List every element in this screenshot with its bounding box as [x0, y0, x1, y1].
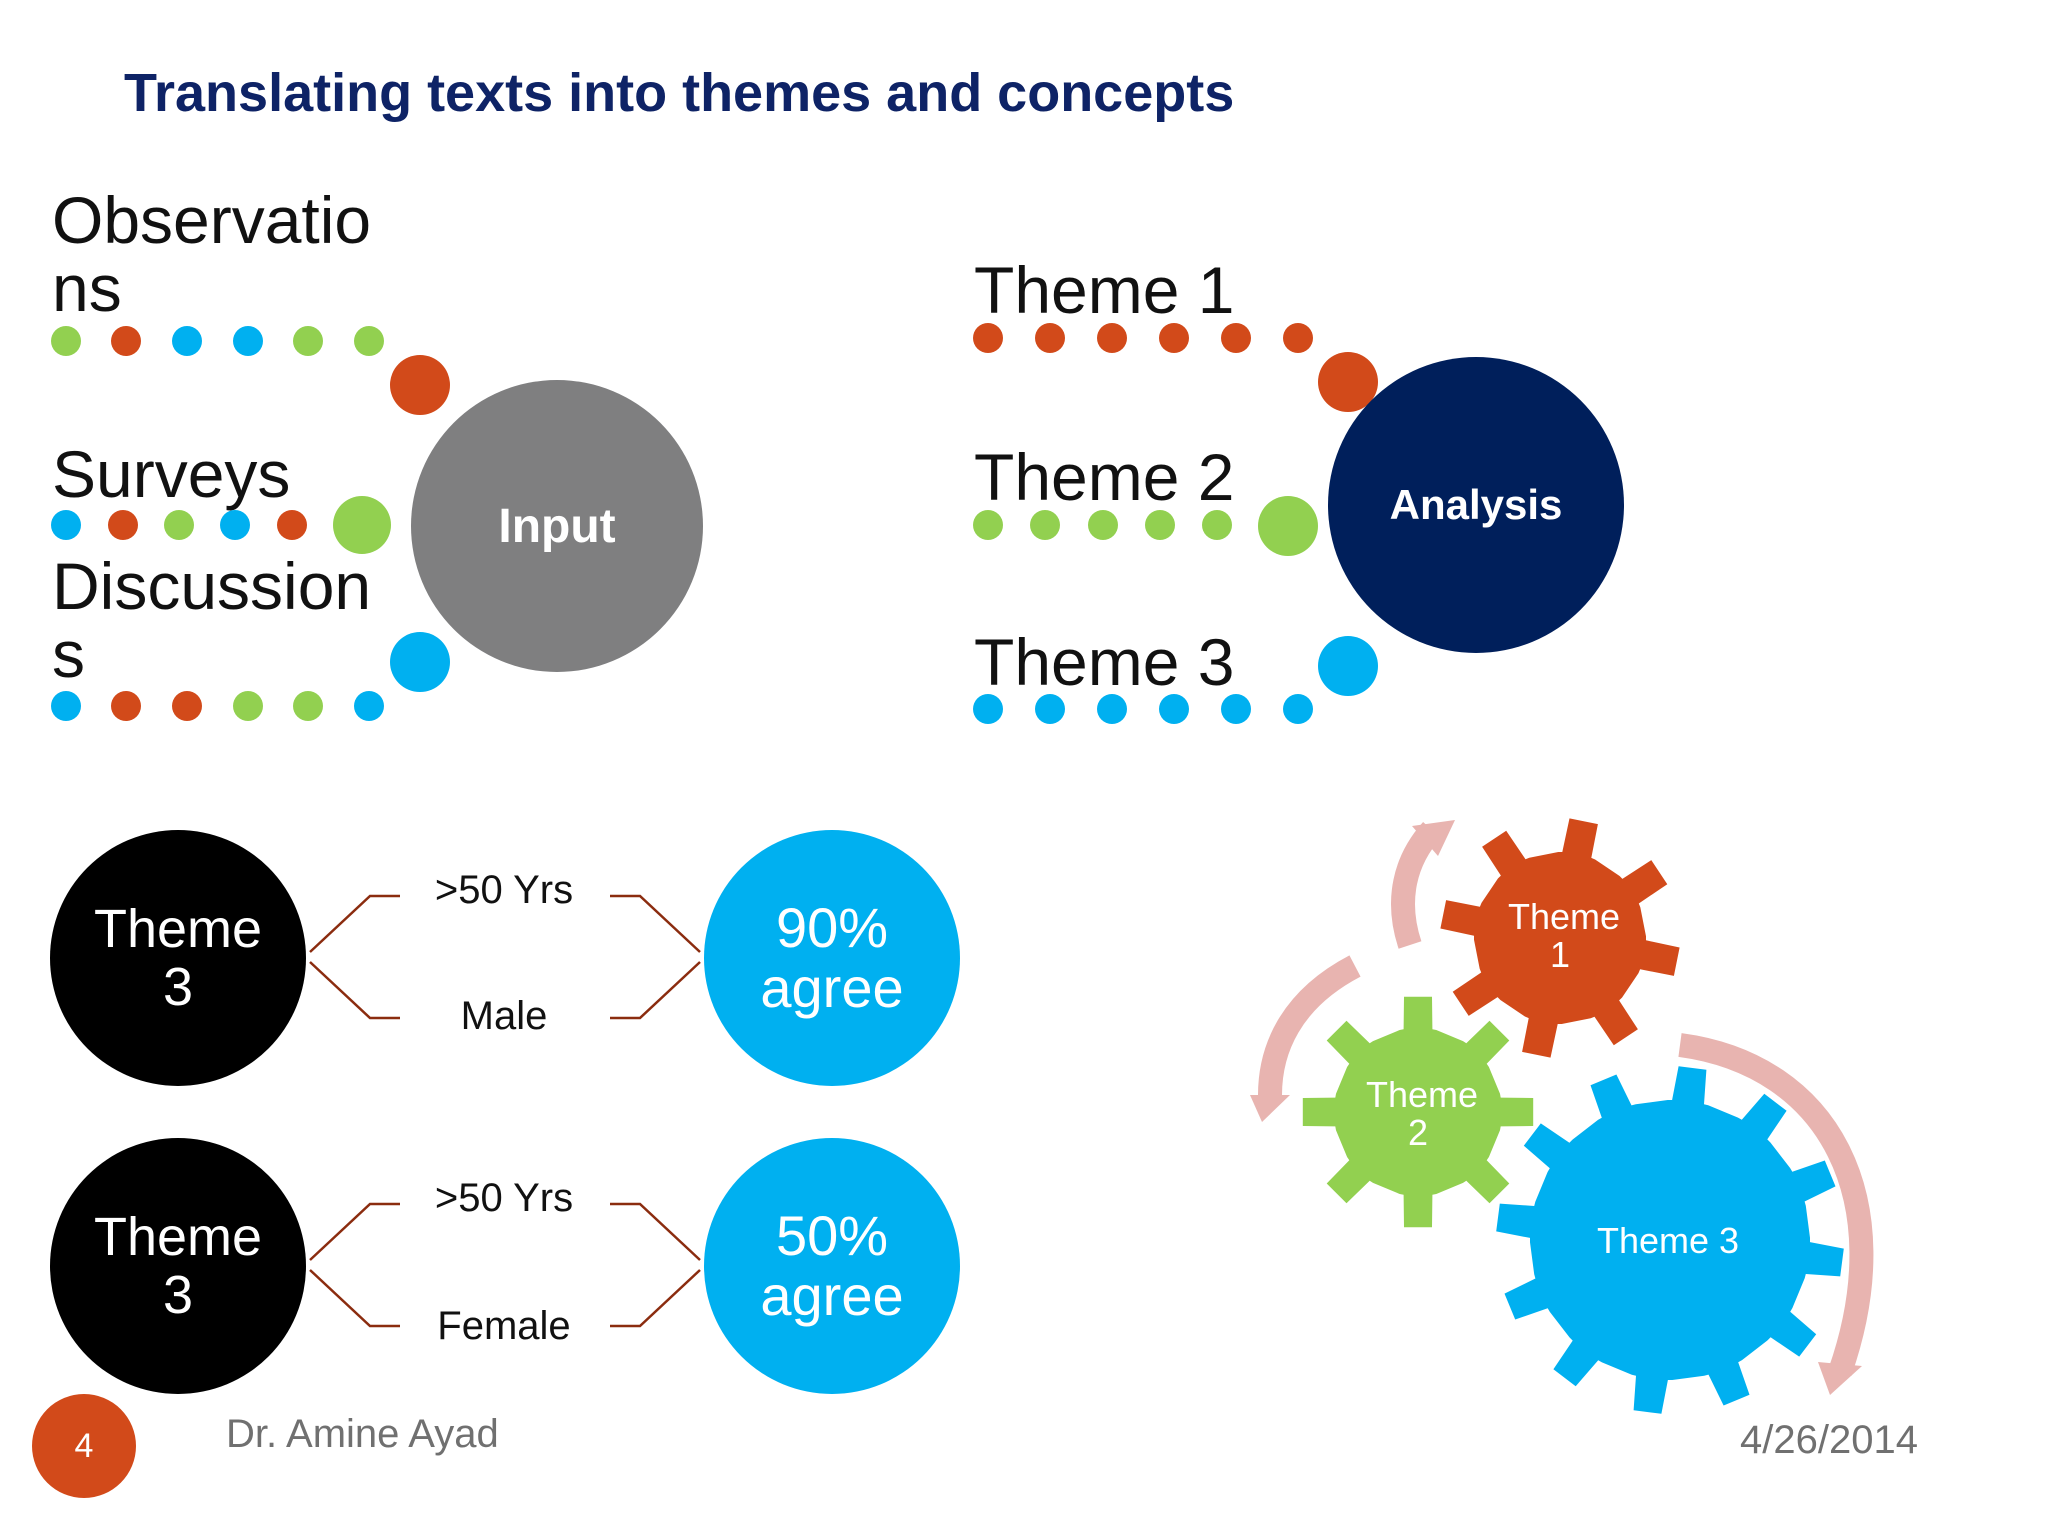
connector-dot [333, 496, 391, 554]
finding-branch-top: >50 Yrs [434, 868, 574, 912]
analysis-hub-circle: Analysis [1328, 357, 1624, 653]
dot [51, 326, 81, 356]
dot [172, 691, 202, 721]
connector-line [610, 1202, 701, 1261]
dot [1035, 694, 1065, 724]
connector-line [610, 894, 701, 953]
dot [1159, 694, 1189, 724]
gear-1 [1440, 818, 1680, 1058]
arrow-arc [1258, 955, 1361, 1096]
finding-theme-label: Theme 3 [93, 899, 263, 1017]
dot [172, 326, 202, 356]
source-label-surveys: Surveys [52, 437, 291, 511]
gear-3 [1496, 1066, 1844, 1414]
theme-label-2: Theme 2 [974, 440, 1235, 514]
theme-label-3: Theme 3 [974, 625, 1235, 699]
connector-line [309, 1202, 400, 1261]
theme-label-1: Theme 1 [974, 253, 1235, 327]
dot [164, 510, 194, 540]
dot [1159, 323, 1189, 353]
dot [1030, 510, 1060, 540]
dot [51, 510, 81, 540]
dot [1097, 694, 1127, 724]
dot [293, 691, 323, 721]
input-hub-circle: Input [411, 380, 703, 672]
connector-dot [1258, 496, 1318, 556]
arrow-head [1412, 820, 1455, 856]
dot [973, 694, 1003, 724]
dot [51, 691, 81, 721]
dot [293, 326, 323, 356]
finding-branch-bottom: Female [437, 1304, 571, 1348]
dot [1097, 323, 1127, 353]
footer-author: Dr. Amine Ayad [226, 1412, 499, 1456]
finding-branch-bottom: Male [460, 994, 548, 1038]
gear-label-2: Theme 2 [1366, 1074, 1479, 1153]
finding-result-circle: 50% agree [704, 1138, 960, 1394]
slide-number: 4 [74, 1426, 94, 1465]
connector-line [610, 961, 701, 1020]
connector-line [309, 1269, 400, 1328]
dot [973, 323, 1003, 353]
dot [973, 510, 1003, 540]
dot [1202, 510, 1232, 540]
connector-dot [390, 355, 450, 415]
dot [354, 691, 384, 721]
dot [1221, 694, 1251, 724]
dot [1283, 694, 1313, 724]
dot [354, 326, 384, 356]
finding-theme-label: Theme 3 [93, 1207, 263, 1325]
connector-dot [1318, 636, 1378, 696]
finding-result-label: 90% agree [760, 896, 904, 1019]
gear-label-3: Theme 3 [1596, 1220, 1740, 1261]
cycle-arrows [1258, 821, 1874, 1376]
dot [233, 326, 263, 356]
dot [111, 691, 141, 721]
finding-result-label: 50% agree [760, 1204, 904, 1327]
source-label-observations: Observatio ns [52, 183, 372, 325]
connector-line [309, 961, 400, 1020]
arrow-head [1818, 1362, 1862, 1395]
gear-label-1: Theme 1 [1508, 896, 1621, 975]
arrow-arc [1678, 1033, 1874, 1376]
connector-line [610, 1269, 701, 1328]
footer-date: 4/26/2014 [1740, 1418, 1918, 1462]
dot [277, 510, 307, 540]
slide-number-badge: 4 [32, 1394, 136, 1498]
dot [233, 691, 263, 721]
finding-theme-circle: Theme 3 [50, 1138, 306, 1394]
connector-line [309, 894, 400, 953]
gear-shapes [1302, 818, 1844, 1414]
arrow-head [1250, 1095, 1290, 1122]
dot [1221, 323, 1251, 353]
finding-theme-circle: Theme 3 [50, 830, 306, 1086]
arrow-arc [1391, 821, 1442, 949]
connector-dot [390, 632, 450, 692]
dot [111, 326, 141, 356]
arrow-heads [1250, 820, 1862, 1395]
gear-2 [1302, 996, 1534, 1228]
dot [1145, 510, 1175, 540]
dot [1035, 323, 1065, 353]
source-label-discussions: Discussion s [52, 549, 372, 691]
slide-title: Translating texts into themes and concep… [124, 63, 1235, 123]
dot [1283, 323, 1313, 353]
dot [108, 510, 138, 540]
analysis-hub-label: Analysis [1389, 481, 1563, 528]
dot [1088, 510, 1118, 540]
finding-branch-top: >50 Yrs [434, 1176, 574, 1220]
dot [220, 510, 250, 540]
finding-result-circle: 90% agree [704, 830, 960, 1086]
input-hub-label: Input [498, 499, 616, 553]
